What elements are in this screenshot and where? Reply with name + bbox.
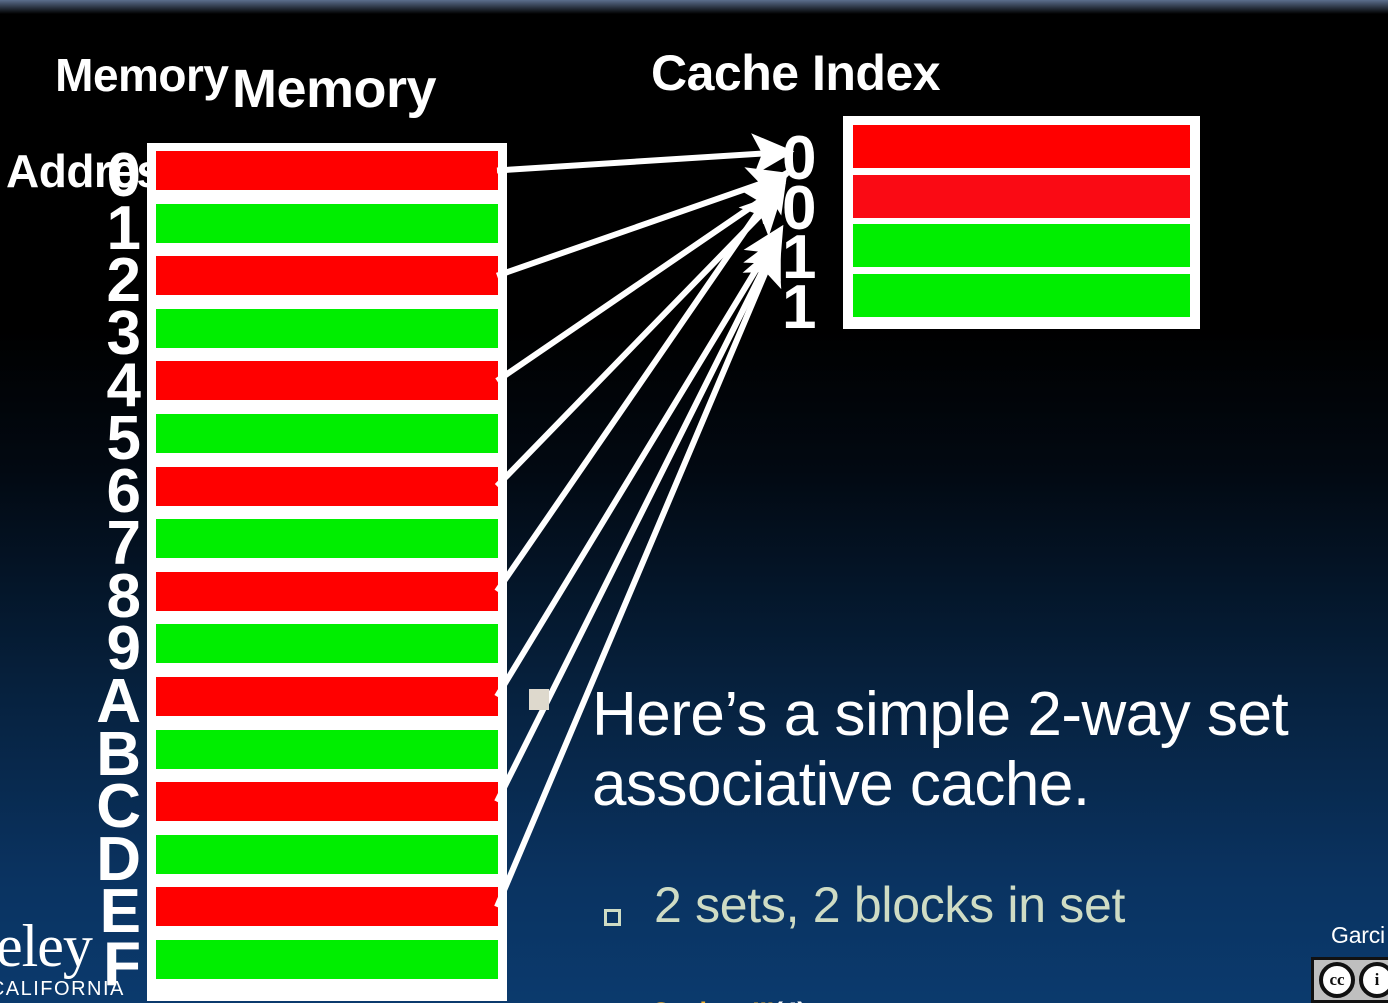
- memory-address-label-A: A: [96, 667, 141, 736]
- uc-berkeley-logo: rkeley OF CALIFORNIA: [0, 900, 168, 1003]
- memory-block: [156, 203, 498, 243]
- bullet-marker-secondary: [604, 909, 621, 926]
- mapping-arrow-0: [496, 133, 795, 176]
- author-name: Garci: [1331, 922, 1385, 948]
- cache-block: [853, 224, 1190, 267]
- footer-deck-title: Caches III(4): [622, 966, 806, 1003]
- memory-block: [156, 624, 498, 664]
- footer-deck-name: Caches III: [651, 997, 774, 1003]
- memory-block: [156, 571, 498, 611]
- cache-block: [853, 174, 1190, 218]
- memory-address-label-3: 3: [106, 298, 141, 368]
- berkeley-wordmark: rkeley: [0, 913, 93, 979]
- mapping-arrow-8: [494, 169, 788, 594]
- memory-block: [156, 256, 498, 296]
- mapping-arrow-6: [494, 191, 783, 489]
- memory-address-label-0: 0: [106, 141, 141, 210]
- memory-block: [156, 782, 498, 822]
- cache-block: [853, 273, 1190, 317]
- memory-address-label-1: 1: [106, 193, 141, 263]
- memory-address-label-4: 4: [106, 351, 141, 421]
- memory-address-label-D: D: [96, 824, 141, 894]
- cache-index-label: Cache Index: [651, 45, 941, 101]
- memory-block: [156, 677, 498, 716]
- bullet-marker-primary: [529, 689, 549, 710]
- cache-index-label-row3: 1: [782, 272, 816, 342]
- memory-block: [156, 151, 498, 190]
- memory-block: [156, 940, 498, 979]
- memory-address-label-2: 2: [106, 246, 141, 316]
- cache-block-list: [853, 125, 1190, 320]
- memory-block: [156, 308, 498, 348]
- cc-icon: cc: [1319, 962, 1355, 998]
- memory-address-label-6: 6: [106, 456, 141, 526]
- cc-by-icon: i: [1359, 962, 1388, 998]
- memory-block: [156, 414, 498, 453]
- mapping-arrow-A: [494, 224, 784, 699]
- memory-box: [147, 143, 507, 1001]
- memory-address-label-E: E: [99, 877, 141, 947]
- bullet-text-primary: Here’s a simple 2-way set associative ca…: [592, 680, 1289, 820]
- memory-address-label-8: 8: [106, 561, 141, 631]
- memory-block: [156, 729, 498, 769]
- memory-address-label-F: F: [103, 930, 141, 999]
- footer-slide-number: (4): [774, 997, 806, 1003]
- cache-block: [853, 125, 1190, 168]
- memory-address-label-5: 5: [106, 404, 141, 473]
- berkeley-subtext: OF CALIFORNIA: [0, 978, 125, 1000]
- mapping-arrow-4: [495, 183, 786, 384]
- memory-block-list: [156, 151, 498, 993]
- memory-block: [156, 887, 498, 927]
- mapping-arrow-2: [496, 167, 791, 279]
- memory-address-label-9: 9: [106, 614, 141, 684]
- cache-index-label-row2: 1: [782, 223, 816, 292]
- memory-address-label-7: 7: [106, 509, 141, 579]
- bullet-text-secondary: 2 sets, 2 blocks in set: [654, 877, 1126, 933]
- memory-block: [156, 361, 498, 401]
- creative-commons-badge: cc i: [1311, 957, 1388, 1003]
- memory-block: [156, 519, 498, 559]
- memory-address-label-line1: Memory: [55, 49, 229, 101]
- cache-box: [843, 116, 1200, 329]
- memory-address-label-B: B: [96, 719, 141, 789]
- memory-block: [156, 466, 498, 506]
- memory-label: Memory: [232, 59, 437, 119]
- memory-address-label-C: C: [96, 772, 141, 842]
- memory-block: [156, 834, 498, 874]
